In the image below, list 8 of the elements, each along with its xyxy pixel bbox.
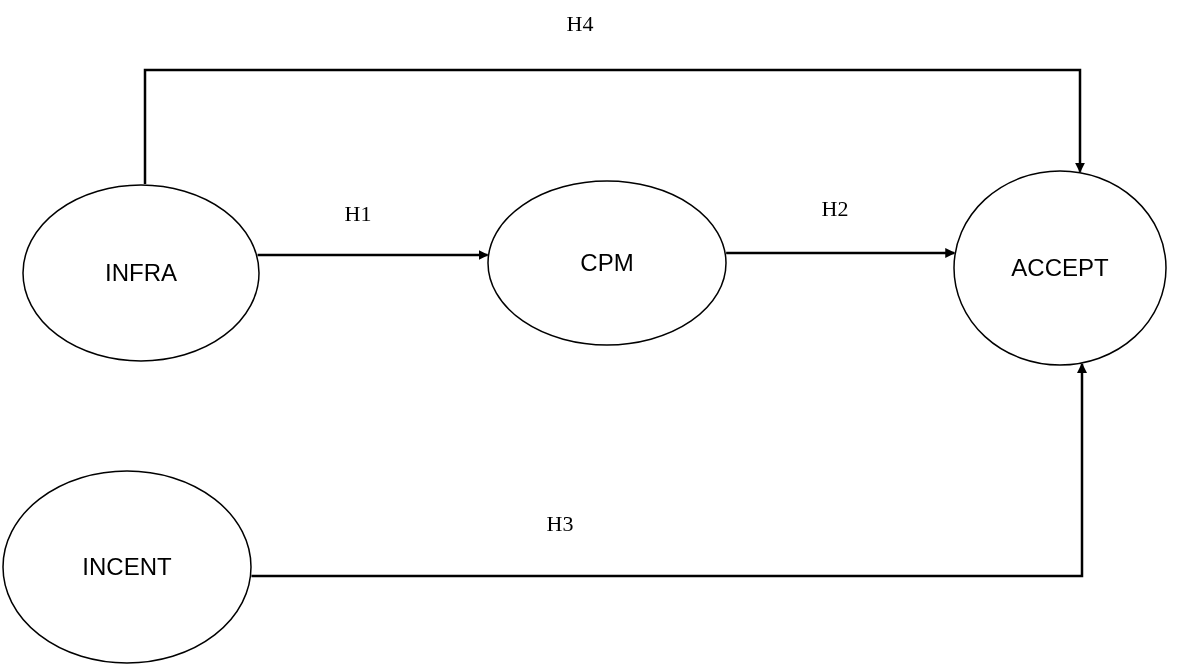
arrow <box>257 250 489 260</box>
node-label: INFRA <box>105 258 177 288</box>
arrow <box>726 248 956 258</box>
arrow <box>251 362 1087 578</box>
node-label: ACCEPT <box>1011 253 1109 283</box>
arrow <box>143 68 1085 185</box>
node-label: CPM <box>580 248 634 278</box>
node-label: INCENT <box>82 552 172 582</box>
